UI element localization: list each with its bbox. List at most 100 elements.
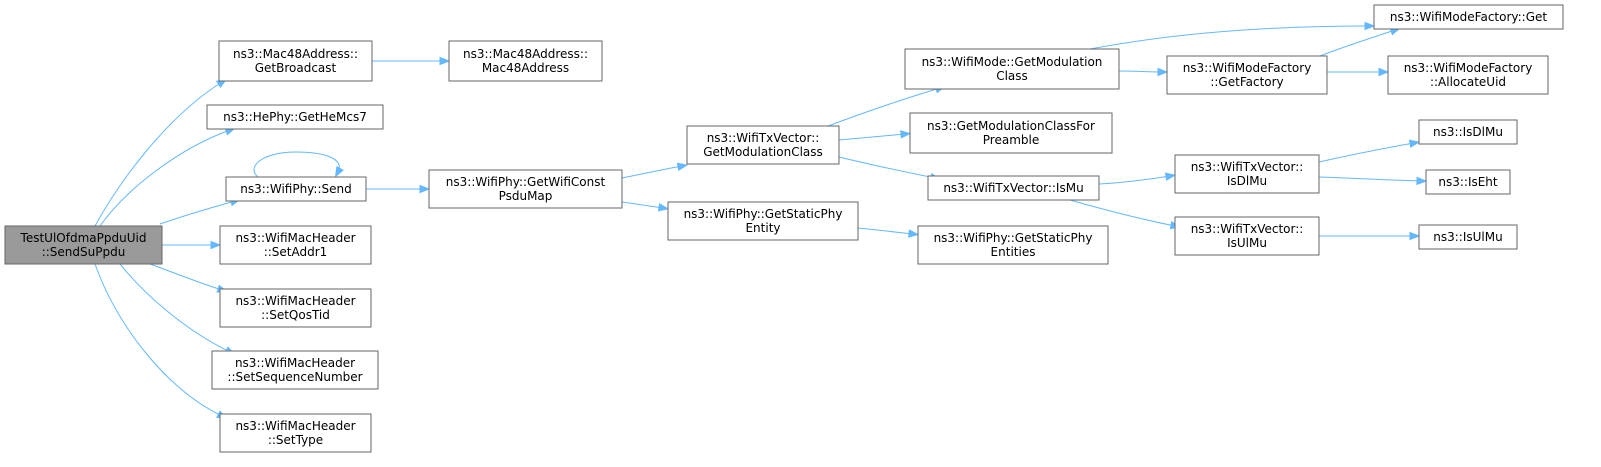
node-box (4, 225, 163, 265)
arrow-head-icon (334, 166, 344, 178)
node-label-line: PsduMap (499, 189, 553, 203)
arrow-head-icon (1416, 176, 1428, 186)
arrow-head-icon (210, 240, 222, 250)
call-edge-getfactory-to-factoryget (1319, 27, 1402, 57)
edge-line (838, 133, 906, 141)
edge-line (827, 87, 941, 127)
node-label-line: ns3::WifiModeFactory (1183, 61, 1312, 75)
call-edge-root-to-gethemcs7 (99, 127, 237, 227)
edge-line (94, 81, 223, 227)
call-edge-getwificonst-to-getstaticphyentity (621, 201, 670, 212)
function-node-gethemcs7[interactable]: ns3::HePhy::GetHeMcs7 (206, 104, 384, 130)
node-label-line: ns3::Mac48Address:: (463, 47, 588, 61)
node-label-line: ::SetAddr1 (264, 245, 328, 259)
node-box (927, 175, 1100, 201)
node-label-line: ns3::GetModulationClassFor (927, 119, 1095, 133)
function-node-iseht[interactable]: ns3::IsEht (1425, 169, 1511, 195)
function-node-send[interactable]: ns3::WifiPhy::Send (225, 176, 367, 202)
node-label-line: ns3::WifiMacHeader (235, 231, 355, 245)
function-node-setqostid[interactable]: ns3::WifiMacHeader::SetQosTid (219, 288, 372, 328)
call-edge-getfactory-to-allocateuid (1327, 67, 1390, 77)
call-edge-root-to-setqostid (149, 263, 229, 293)
node-box (218, 40, 373, 82)
node-label-line: ns3::WifiPhy::Send (240, 182, 351, 196)
node-label-line: ns3::WifiTxVector:: (707, 131, 820, 145)
function-node-txgetmodclass[interactable]: ns3::WifiTxVector::GetModulationClass (686, 125, 840, 165)
function-node-isulmu[interactable]: ns3::IsUlMu (1418, 224, 1518, 250)
node-box (667, 201, 859, 241)
node-box (904, 48, 1120, 90)
call-edge-getwificonst-to-txgetmodclass (621, 162, 689, 179)
arrow-head-icon (657, 203, 670, 212)
node-box (448, 40, 603, 82)
node-label-line: ns3::WifiPhy::GetStaticPhy (934, 231, 1093, 245)
node-label-line: ns3::WifiTxVector::IsMu (943, 181, 1083, 195)
arrow-head-icon (1378, 67, 1390, 77)
node-box (1373, 4, 1564, 30)
arrow-head-icon (900, 130, 912, 139)
function-node-mac48address[interactable]: ns3::Mac48Address::Mac48Address (448, 40, 603, 82)
arrow-head-icon (419, 184, 431, 194)
node-box (219, 288, 372, 328)
arrow-head-icon (1164, 172, 1177, 181)
node-label-line: Preamble (983, 133, 1039, 147)
function-node-allocateuid[interactable]: ns3::WifiModeFactory::AllocateUid (1387, 55, 1549, 95)
node-label-line: ::SendSuPpdu (42, 245, 126, 259)
arrow-head-icon (1157, 67, 1169, 77)
edge-line (253, 151, 340, 178)
function-node-getfactory[interactable]: ns3::WifiModeFactory::GetFactory (1166, 55, 1328, 95)
call-edge-txisulmu-to-isulmu (1319, 231, 1421, 241)
node-label-line: ns3::WifiTxVector:: (1191, 222, 1304, 236)
function-node-root[interactable]: TestUlOfdmaPpduUid::SendSuPpdu (4, 225, 163, 265)
arrow-head-icon (1409, 231, 1421, 241)
node-label-line: ::SetType (268, 433, 323, 447)
arrow-head-icon (1364, 21, 1376, 31)
function-node-isdlmu[interactable]: ns3::IsDlMu (1418, 119, 1518, 145)
node-box (1174, 216, 1320, 256)
node-label-line: Mac48Address (482, 61, 569, 75)
edge-line (857, 227, 914, 235)
arrow-head-icon (439, 56, 451, 66)
node-box (909, 112, 1113, 154)
function-node-getbroadcast[interactable]: ns3::Mac48Address::GetBroadcast (218, 40, 373, 82)
function-node-txisdlmu[interactable]: ns3::WifiTxVector::IsDlMu (1174, 154, 1320, 194)
node-label-line: GetModulationClass (703, 145, 823, 159)
edge-line (1089, 25, 1370, 50)
node-box (219, 413, 372, 453)
node-label-line: ns3::HePhy::GetHeMcs7 (223, 110, 367, 124)
call-edge-root-to-settype (94, 263, 228, 419)
node-label-line: ns3::IsEht (1438, 175, 1498, 189)
node-label-line: ns3::IsDlMu (1433, 125, 1503, 139)
node-label-line: Entity (745, 221, 780, 235)
function-node-txisulmu[interactable]: ns3::WifiTxVector::IsUlMu (1174, 216, 1320, 256)
function-node-ismu[interactable]: ns3::WifiTxVector::IsMu (927, 175, 1100, 201)
node-label-line: TestUlOfdmaPpduUid (20, 231, 147, 245)
edge-line (838, 156, 936, 179)
function-node-modegetmodclass[interactable]: ns3::WifiMode::GetModulationClass (904, 48, 1120, 90)
edge-line (1069, 199, 1176, 227)
node-label-line: ns3::WifiMacHeader (235, 419, 355, 433)
edge-line (1098, 175, 1171, 185)
call-edge-txisdlmu-to-isdlmu (1318, 139, 1421, 163)
call-edge-getstaticphyentity-to-getstaticphyentities (857, 227, 920, 238)
node-box (225, 176, 367, 202)
function-node-settype[interactable]: ns3::WifiMacHeader::SetType (219, 413, 372, 453)
function-node-setaddr1[interactable]: ns3::WifiMacHeader::SetAddr1 (219, 225, 372, 265)
node-box (1418, 119, 1518, 145)
call-edge-root-to-setseq (119, 263, 236, 355)
node-label-line: ns3::WifiMacHeader (235, 294, 355, 308)
call-nodes: TestUlOfdmaPpduUid::SendSuPpdu ns3::Mac48… (4, 4, 1564, 453)
node-box (1418, 224, 1518, 250)
function-node-setseq[interactable]: ns3::WifiMacHeader::SetSequenceNumber (211, 350, 379, 390)
node-label-line: ns3::IsUlMu (1433, 230, 1502, 244)
call-edge-txgetmodclass-to-getmodclasspreamble (838, 130, 912, 141)
node-label-line: ns3::WifiMode::GetModulation (922, 55, 1103, 69)
function-node-factoryget[interactable]: ns3::WifiModeFactory::Get (1373, 4, 1564, 30)
node-box (1174, 154, 1320, 194)
edge-line (1118, 70, 1163, 73)
